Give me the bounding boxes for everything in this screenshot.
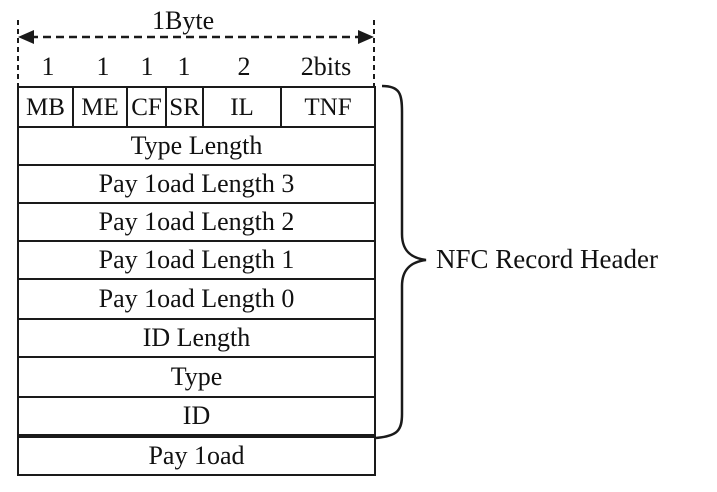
row-type-length: Type Length (17, 126, 376, 166)
bit-width-cf: 1 (140, 52, 154, 81)
row-payload-length-1: Pay 1oad Length 1 (17, 240, 376, 280)
row-payload-length-3: Pay 1oad Length 3 (17, 164, 376, 204)
bit-width-tnf: 2bits (300, 52, 352, 81)
row-type: Type (17, 356, 376, 398)
field-il: IL (202, 88, 280, 126)
arrow-head-right (358, 30, 374, 44)
bit-width-me: 1 (96, 52, 110, 81)
flags-row: MB ME CF SR IL TNF (17, 86, 376, 128)
row-id: ID (17, 396, 376, 436)
row-payload: Pay 1oad (17, 436, 376, 476)
row-payload-length-2: Pay 1oad Length 2 (17, 202, 376, 242)
field-tnf: TNF (280, 88, 374, 126)
header-brace (375, 84, 427, 440)
field-mb: MB (26, 93, 65, 121)
bit-width-sr: 1 (177, 52, 191, 81)
field-me: ME (72, 88, 126, 126)
bit-width-mb: 1 (41, 52, 55, 81)
bit-width-il: 2 (237, 52, 251, 81)
field-sr: SR (165, 88, 202, 126)
field-cf: CF (126, 88, 165, 126)
row-payload-length-0: Pay 1oad Length 0 (17, 278, 376, 320)
brace-label: NFC Record Header (436, 244, 658, 274)
byte-label: 1Byte (152, 6, 215, 35)
row-id-length: ID Length (17, 318, 376, 358)
arrow-head-left (18, 30, 34, 44)
